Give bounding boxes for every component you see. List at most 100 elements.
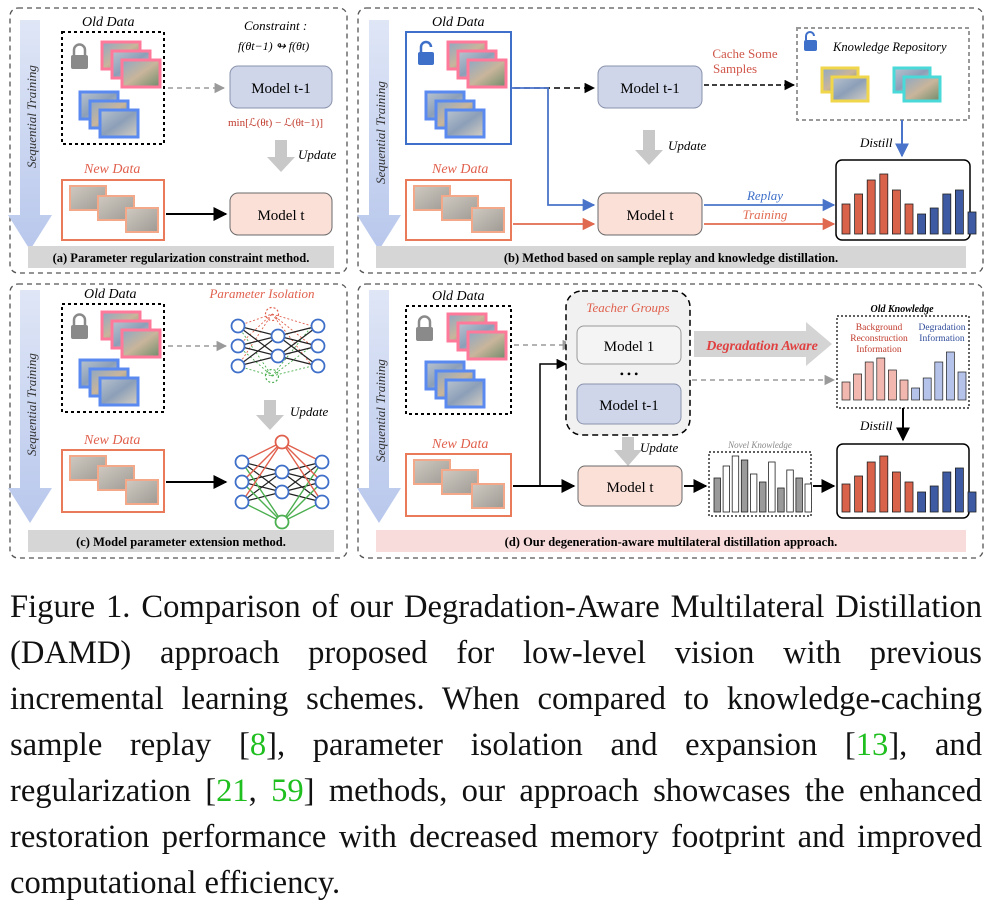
model-curr-label: Model t (257, 208, 305, 224)
panel-d: Sequential Training Old Data Teacher Gro… (357, 283, 984, 559)
new-data-box (405, 453, 512, 517)
bar (759, 481, 767, 513)
network-edge (241, 441, 283, 483)
network-edge (281, 501, 323, 523)
bar (713, 477, 721, 513)
network-node (234, 454, 250, 470)
degradation-info-label-1: Degradation (919, 323, 966, 333)
background-info-label-2: Reconstruction (850, 334, 908, 344)
network-edge (271, 365, 313, 377)
constraint-label: Constraint : (244, 18, 307, 33)
new-data-label: New Data (431, 437, 488, 452)
network-edge (271, 313, 313, 347)
bar (853, 373, 862, 401)
old-images-blue (78, 90, 140, 139)
update-label: Update (290, 404, 329, 419)
bar (929, 485, 939, 513)
bar (740, 459, 749, 513)
citation-link-8[interactable]: 8 (249, 727, 267, 763)
lock-icon (416, 315, 433, 341)
old-images-red (100, 40, 162, 89)
sequential-training-label: Sequential Training (373, 359, 388, 462)
old-data-box (61, 303, 165, 413)
old-images-blue (424, 360, 486, 409)
citation-link-59[interactable]: 59 (271, 773, 304, 809)
sequential-training-arrow (8, 20, 52, 250)
model-curr-label: Model t (606, 480, 654, 496)
old-data-label: Old Data (84, 287, 137, 302)
old-data-box (405, 305, 512, 415)
bar (876, 357, 886, 401)
panel-a-caption: (a) Parameter regularization constraint … (53, 251, 310, 265)
cached-images-yellow (820, 66, 870, 103)
bar (955, 189, 964, 235)
sequential-training-label: Sequential Training (373, 81, 388, 184)
network-edge (241, 441, 283, 463)
sequential-training-arrow (8, 290, 52, 523)
network-node (310, 318, 326, 334)
old-images-red (100, 310, 162, 359)
citation-link-21[interactable]: 21 (216, 773, 249, 809)
bar (942, 193, 952, 235)
model-prev-label: Model t-1 (599, 398, 659, 414)
bar (955, 467, 964, 513)
bar (892, 471, 901, 513)
bar (888, 369, 897, 401)
caption-text-2: ], parameter isolation and expansion [ (266, 727, 856, 763)
panel-a: Sequential Training Old Data Constraint … (8, 7, 348, 274)
model-prev-box (229, 65, 333, 109)
network-edge (281, 441, 323, 463)
old-images-red (446, 312, 508, 361)
network-node (314, 494, 330, 510)
caption-text-1: Figure 1. Comparison of our Degradation-… (10, 589, 982, 763)
bar (942, 471, 952, 513)
new-images (69, 185, 159, 233)
lock-icon (71, 313, 88, 339)
unlock-icon (804, 31, 817, 51)
network-edge (241, 481, 283, 523)
bar (946, 351, 955, 401)
bar (841, 203, 851, 235)
network-node (274, 514, 290, 530)
update-label: Update (298, 147, 337, 162)
network-node (230, 358, 246, 374)
bar (904, 481, 914, 513)
update-arrow (256, 400, 284, 430)
cached-images-cyan (892, 66, 942, 103)
new-data-label: New Data (83, 162, 140, 177)
bar (841, 381, 851, 401)
bar (904, 203, 914, 235)
new-images (413, 459, 505, 509)
bar (967, 211, 977, 235)
citation-link-13[interactable]: 13 (855, 727, 889, 763)
panel-c: Sequential Training Old Data Parameter I… (8, 283, 348, 559)
update-arrow (614, 437, 642, 466)
network-node (270, 348, 286, 364)
teacher-dots: • • • (620, 367, 639, 381)
old-images-blue (78, 358, 140, 407)
cache-label-2: Samples (713, 61, 757, 76)
network-node (264, 368, 280, 384)
bar (722, 465, 730, 513)
bar (768, 461, 776, 513)
bar (911, 387, 920, 401)
model-prev-label: Model t-1 (620, 81, 680, 97)
model-1-label: Model 1 (604, 339, 654, 355)
new-data-label: New Data (83, 433, 140, 448)
knowledge-repository-label: Knowledge Repository (832, 40, 947, 54)
caption-text-3: ], and regularization [ (10, 727, 982, 809)
network-edge (277, 325, 319, 357)
model-prev-label: Model t-1 (251, 81, 311, 97)
figure-caption: Figure 1. Comparison of our Degradation-… (10, 584, 982, 906)
constraint-formula: f(θt−1) ↬ f(θt) (238, 39, 309, 53)
old-images-blue (424, 90, 486, 139)
new-data-label: New Data (431, 162, 488, 177)
old-data-label: Old Data (432, 15, 485, 30)
sequential-training-label: Sequential Training (24, 353, 39, 456)
update-label: Update (640, 440, 679, 455)
network-expanded-diagram (234, 434, 330, 530)
distill-label: Distill (859, 418, 893, 433)
teacher-groups-label: Teacher Groups (586, 300, 669, 315)
figure-diagram: Sequential Training Old Data Constraint … (8, 7, 984, 559)
network-node (234, 494, 250, 510)
